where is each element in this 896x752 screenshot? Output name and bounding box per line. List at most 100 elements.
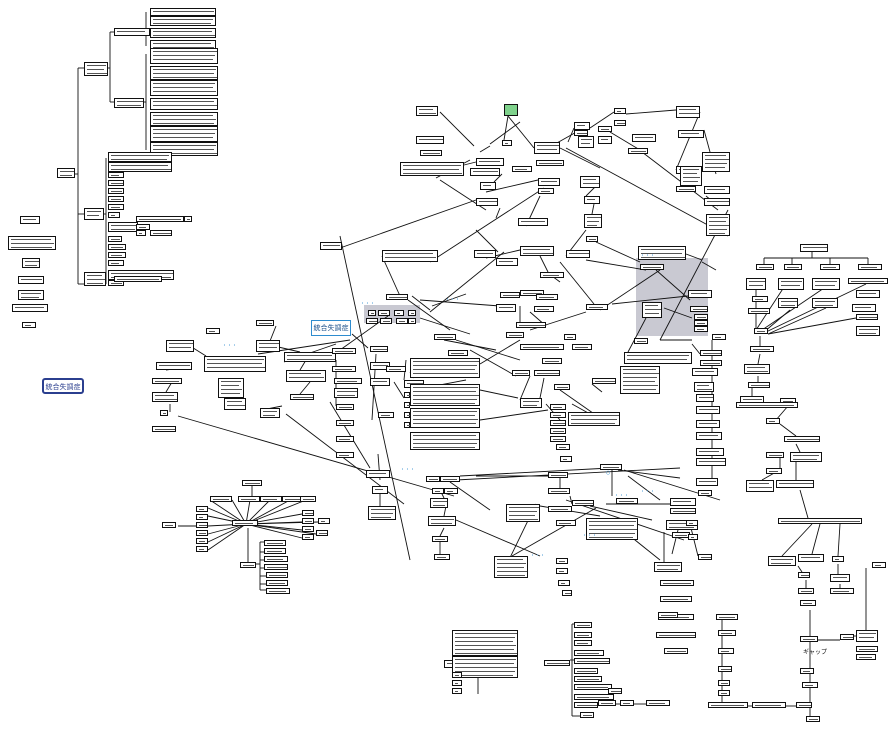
concept-node[interactable] xyxy=(160,410,168,416)
concept-node[interactable] xyxy=(718,680,730,686)
concept-node[interactable] xyxy=(694,320,708,326)
concept-node[interactable] xyxy=(370,346,388,352)
concept-node[interactable] xyxy=(560,456,572,462)
concept-node[interactable] xyxy=(404,422,410,428)
concept-node[interactable] xyxy=(264,556,288,562)
concept-node[interactable] xyxy=(562,590,572,596)
concept-node[interactable] xyxy=(136,216,184,222)
concept-node[interactable] xyxy=(366,470,390,478)
concept-node[interactable] xyxy=(698,490,712,496)
concept-node[interactable] xyxy=(232,520,258,526)
concept-node[interactable] xyxy=(776,480,814,488)
concept-node[interactable] xyxy=(574,632,592,638)
concept-node[interactable] xyxy=(536,294,558,300)
concept-node[interactable] xyxy=(856,646,878,652)
concept-node[interactable] xyxy=(264,540,286,546)
concept-node[interactable] xyxy=(318,518,330,524)
concept-node[interactable] xyxy=(290,394,314,400)
concept-node[interactable] xyxy=(108,188,124,194)
concept-node[interactable] xyxy=(84,62,108,76)
concept-node[interactable] xyxy=(550,404,566,410)
concept-node[interactable] xyxy=(698,554,712,560)
concept-node[interactable] xyxy=(766,468,782,474)
concept-node[interactable] xyxy=(598,700,616,706)
concept-node[interactable] xyxy=(542,358,562,364)
concept-node[interactable] xyxy=(302,518,314,524)
concept-node[interactable] xyxy=(676,186,696,192)
concept-node[interactable] xyxy=(566,250,590,258)
concept-node[interactable] xyxy=(708,702,748,708)
concept-node[interactable] xyxy=(108,236,122,242)
concept-node[interactable] xyxy=(520,344,564,350)
concept-node[interactable] xyxy=(316,530,328,536)
concept-node[interactable] xyxy=(150,28,216,38)
concept-node[interactable] xyxy=(434,554,450,560)
concept-node[interactable] xyxy=(474,250,496,258)
concept-node[interactable] xyxy=(334,378,362,384)
concept-node[interactable] xyxy=(336,404,354,410)
concept-node[interactable] xyxy=(756,264,774,270)
concept-node[interactable] xyxy=(452,656,518,678)
concept-node[interactable] xyxy=(332,366,356,372)
concept-node[interactable] xyxy=(812,278,840,290)
concept-node[interactable] xyxy=(336,420,354,426)
concept-node[interactable] xyxy=(8,236,56,250)
concept-node[interactable] xyxy=(600,464,622,470)
concept-node[interactable] xyxy=(574,684,612,690)
concept-node[interactable] xyxy=(718,690,730,696)
highlighted-node[interactable] xyxy=(504,104,518,116)
concept-node[interactable] xyxy=(22,322,36,328)
concept-node[interactable] xyxy=(428,516,456,526)
concept-node[interactable] xyxy=(678,130,704,138)
concept-node[interactable] xyxy=(256,340,280,352)
concept-node[interactable] xyxy=(778,278,804,290)
concept-node[interactable] xyxy=(520,290,544,296)
concept-node[interactable] xyxy=(574,658,610,664)
concept-node[interactable] xyxy=(696,432,722,440)
concept-node[interactable] xyxy=(660,580,694,586)
concept-node[interactable] xyxy=(634,338,648,344)
concept-node[interactable] xyxy=(750,346,774,352)
concept-node[interactable] xyxy=(84,272,106,286)
concept-node[interactable] xyxy=(152,426,176,432)
concept-node[interactable] xyxy=(476,198,498,206)
concept-node[interactable] xyxy=(302,534,314,540)
concept-node[interactable] xyxy=(572,500,594,506)
concept-node[interactable] xyxy=(108,172,124,178)
concept-node[interactable] xyxy=(748,308,770,314)
concept-node[interactable] xyxy=(700,360,722,366)
concept-node[interactable] xyxy=(518,218,548,226)
concept-node[interactable] xyxy=(656,632,696,638)
center-topic-node[interactable]: 統合失調症 xyxy=(311,320,351,336)
concept-node[interactable] xyxy=(694,326,708,332)
concept-node[interactable] xyxy=(688,290,712,298)
concept-node[interactable] xyxy=(856,654,876,660)
concept-node[interactable] xyxy=(150,126,218,142)
concept-node[interactable] xyxy=(712,334,726,340)
concept-node[interactable] xyxy=(614,120,626,126)
concept-node[interactable] xyxy=(336,436,354,442)
concept-node[interactable] xyxy=(266,588,290,594)
concept-node[interactable] xyxy=(396,318,408,324)
concept-node[interactable] xyxy=(830,588,854,594)
concept-node[interactable] xyxy=(748,382,770,388)
concept-node[interactable] xyxy=(800,600,816,606)
concept-node[interactable] xyxy=(696,394,714,402)
concept-node[interactable] xyxy=(800,636,818,642)
concept-node[interactable] xyxy=(586,304,608,310)
concept-node[interactable] xyxy=(452,680,462,686)
concept-node[interactable] xyxy=(654,562,682,572)
concept-node[interactable] xyxy=(470,168,500,176)
concept-node[interactable] xyxy=(416,106,438,116)
concept-node[interactable] xyxy=(704,186,730,194)
concept-node[interactable] xyxy=(754,328,768,334)
concept-node[interactable] xyxy=(18,276,44,284)
concept-node[interactable] xyxy=(152,392,178,402)
concept-node[interactable] xyxy=(646,700,670,706)
concept-node[interactable] xyxy=(578,136,594,148)
concept-node[interactable] xyxy=(108,260,124,266)
concept-node[interactable] xyxy=(444,488,458,494)
concept-node[interactable] xyxy=(410,408,480,428)
concept-node[interactable] xyxy=(152,378,182,384)
concept-node[interactable] xyxy=(798,554,824,562)
